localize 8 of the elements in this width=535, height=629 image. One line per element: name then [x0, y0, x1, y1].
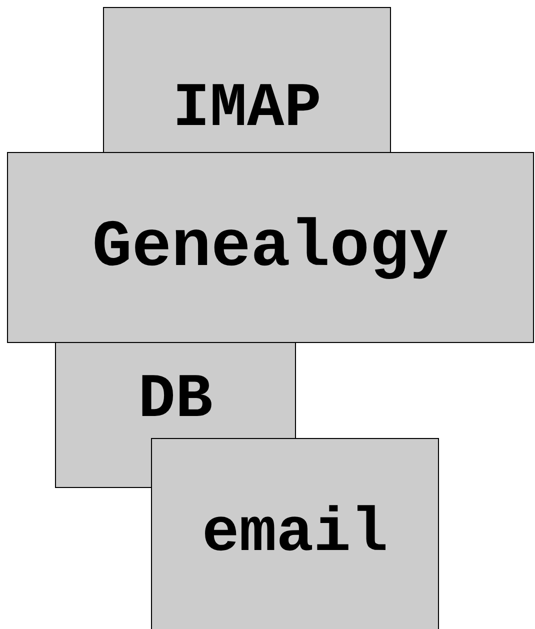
- box-label: email: [200, 503, 390, 565]
- label-box: [55, 342, 296, 439]
- box-label: IMAP: [172, 78, 322, 140]
- box-label: DB: [137, 369, 214, 431]
- box-label: Genealogy: [91, 215, 450, 281]
- label-box: [103, 7, 391, 153]
- label-box: [151, 438, 439, 629]
- label-box: [7, 152, 534, 343]
